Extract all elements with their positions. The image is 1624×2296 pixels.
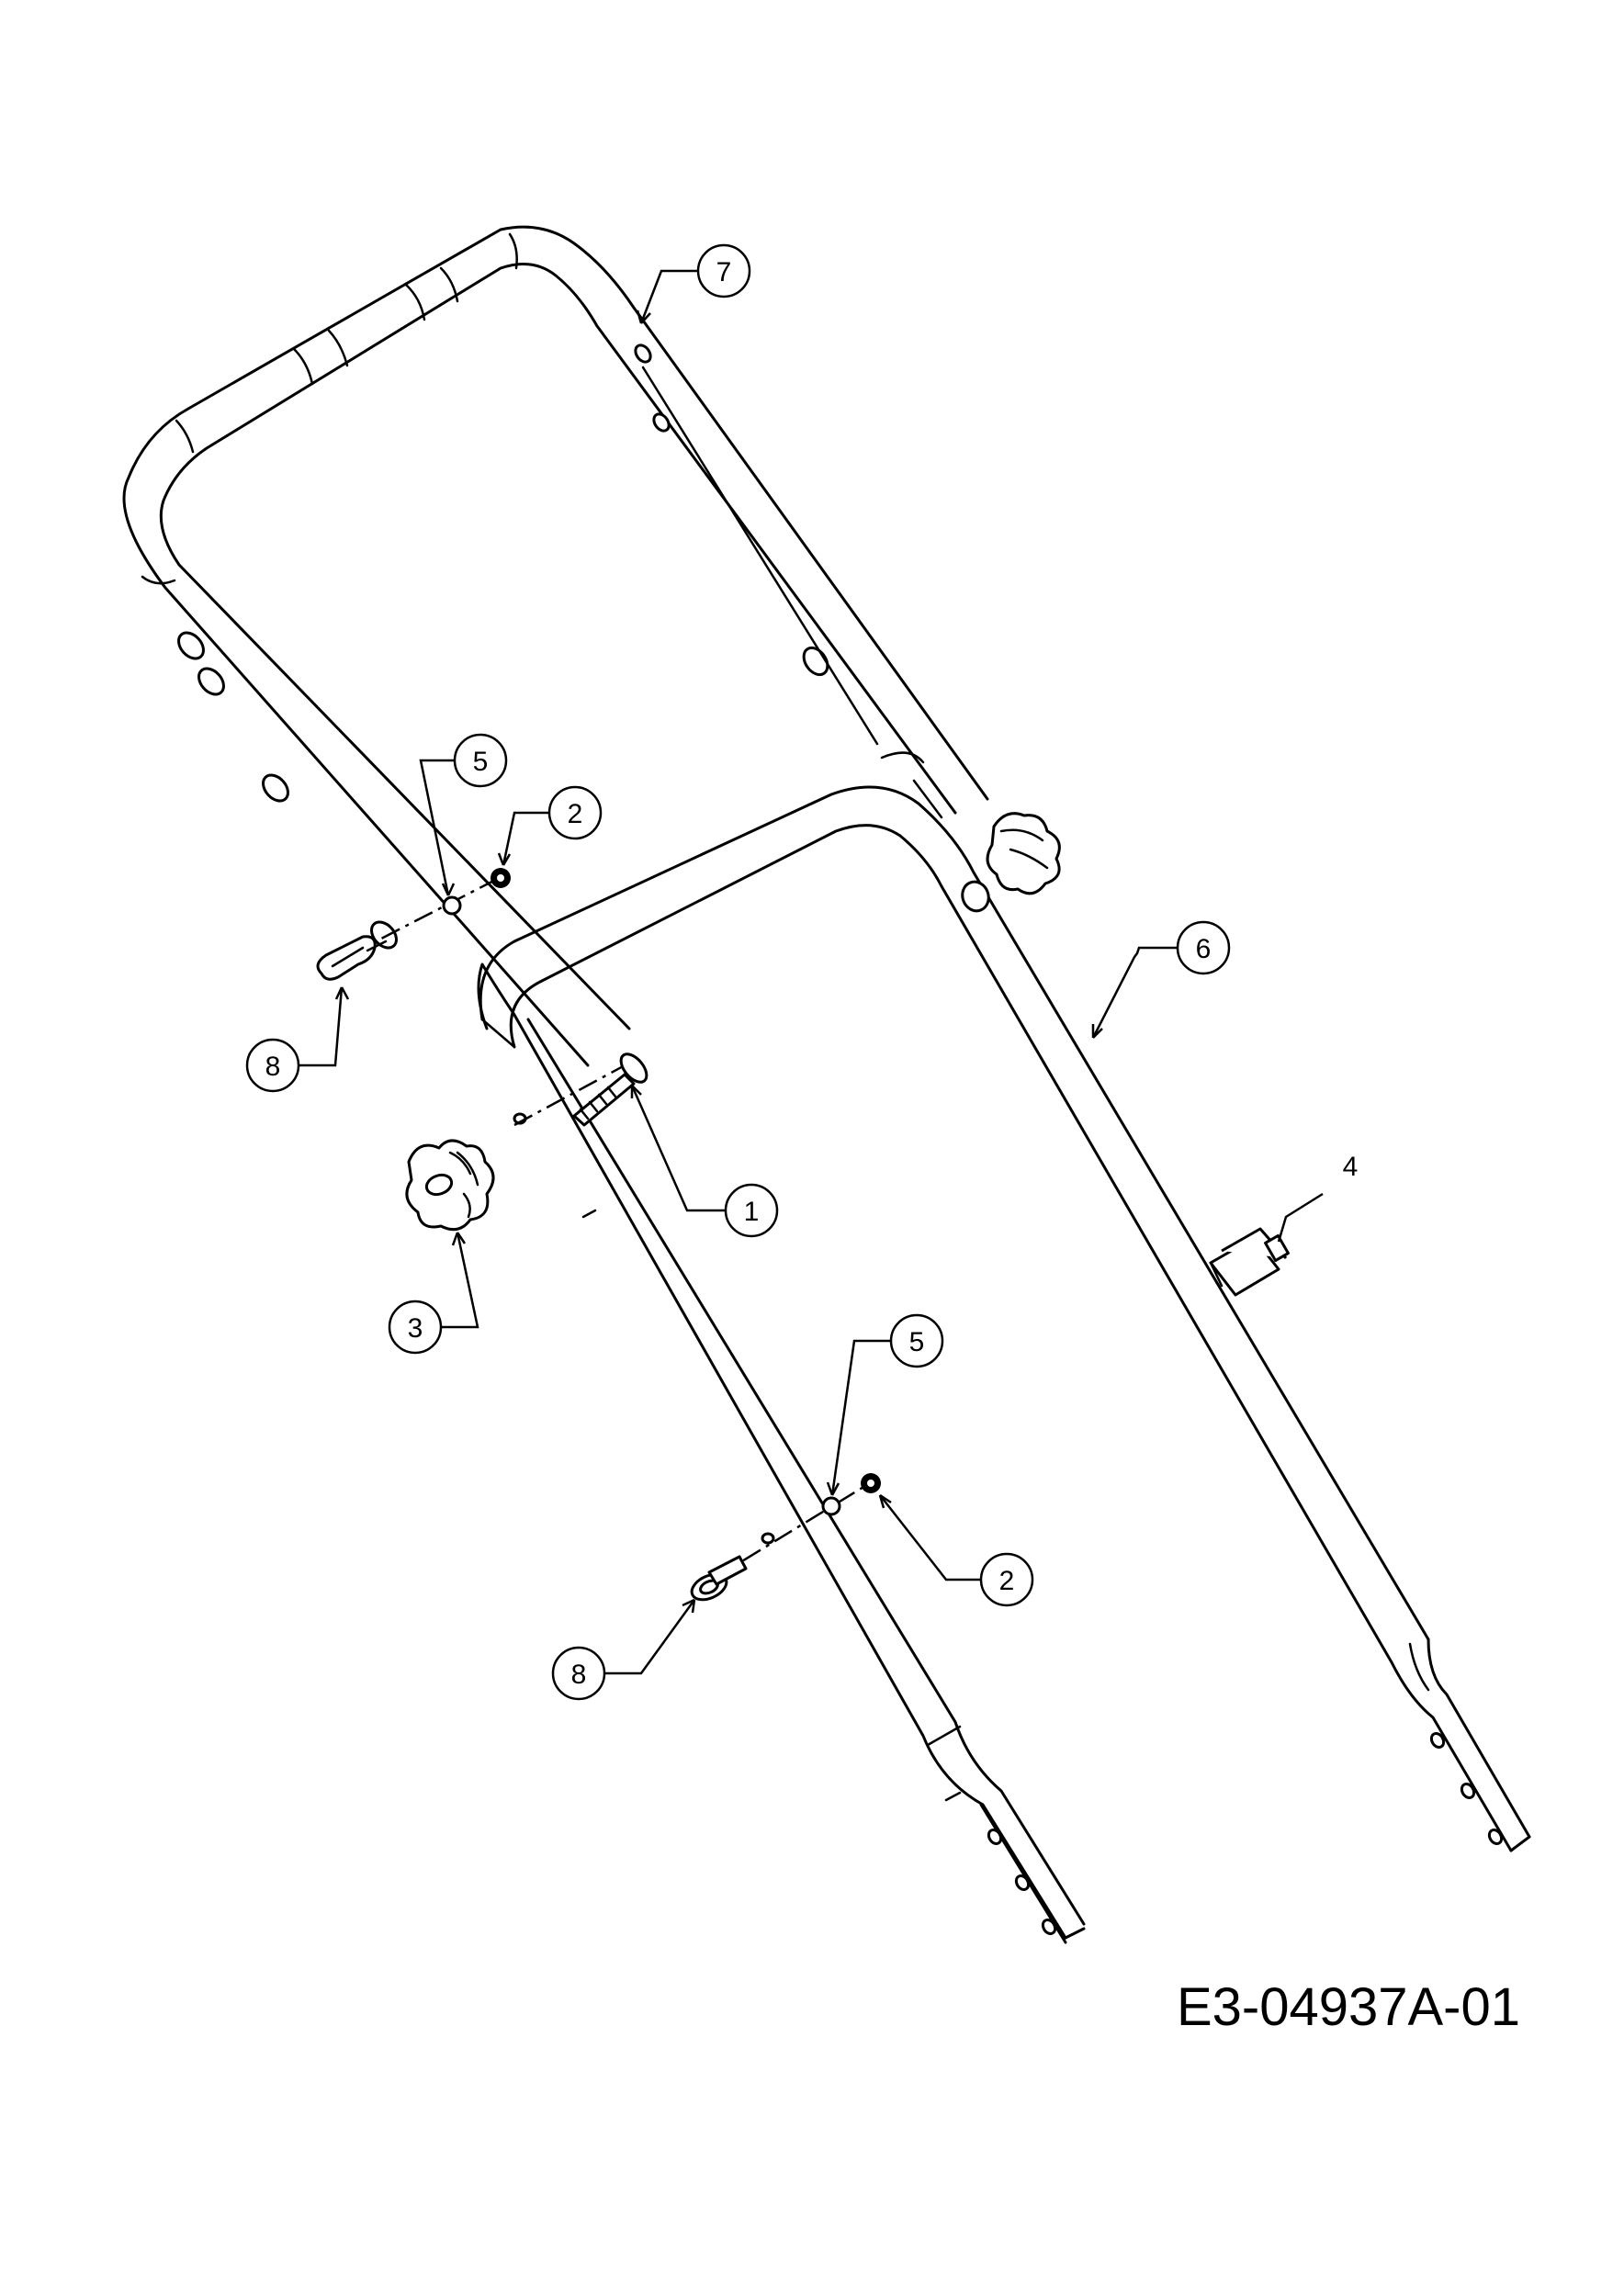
callout-5-lower: 5 xyxy=(826,1313,944,1496)
callout-3: 3 xyxy=(388,1232,479,1355)
svg-text:8: 8 xyxy=(571,1660,587,1690)
svg-text:3: 3 xyxy=(408,1313,423,1344)
svg-text:2: 2 xyxy=(568,799,583,829)
callout-8-upper: 8 xyxy=(245,986,350,1093)
callout-7: 7 xyxy=(636,243,751,324)
svg-text:5: 5 xyxy=(473,747,489,777)
callout-5-upper: 5 xyxy=(419,733,508,896)
upper-handle xyxy=(122,225,989,1067)
svg-text:8: 8 xyxy=(265,1052,281,1082)
lower-handle xyxy=(477,785,1531,1944)
callout-2-upper: 2 xyxy=(497,785,603,866)
svg-text:1: 1 xyxy=(744,1197,760,1227)
callout-8-lower: 8 xyxy=(551,1598,696,1701)
svg-text:5: 5 xyxy=(909,1327,925,1357)
drawing-code: E3-04937A-01 xyxy=(1177,1977,1520,2037)
cable-clip-4 xyxy=(1209,1227,1290,1297)
knob-3 xyxy=(405,1139,495,1232)
callout-2-lower: 2 xyxy=(878,1493,1034,1607)
bolt-1 xyxy=(513,1052,648,1127)
callout-4: 4 xyxy=(1277,1152,1359,1243)
svg-text:4: 4 xyxy=(1343,1152,1359,1182)
upper-fastener-set xyxy=(316,868,511,981)
lower-fastener-set xyxy=(690,1473,881,1602)
knob-right xyxy=(961,812,1061,913)
callout-6: 6 xyxy=(1091,920,1231,1039)
svg-text:6: 6 xyxy=(1196,934,1212,964)
svg-text:7: 7 xyxy=(716,257,732,287)
callout-1: 1 xyxy=(630,1085,779,1238)
svg-text:2: 2 xyxy=(999,1566,1015,1596)
